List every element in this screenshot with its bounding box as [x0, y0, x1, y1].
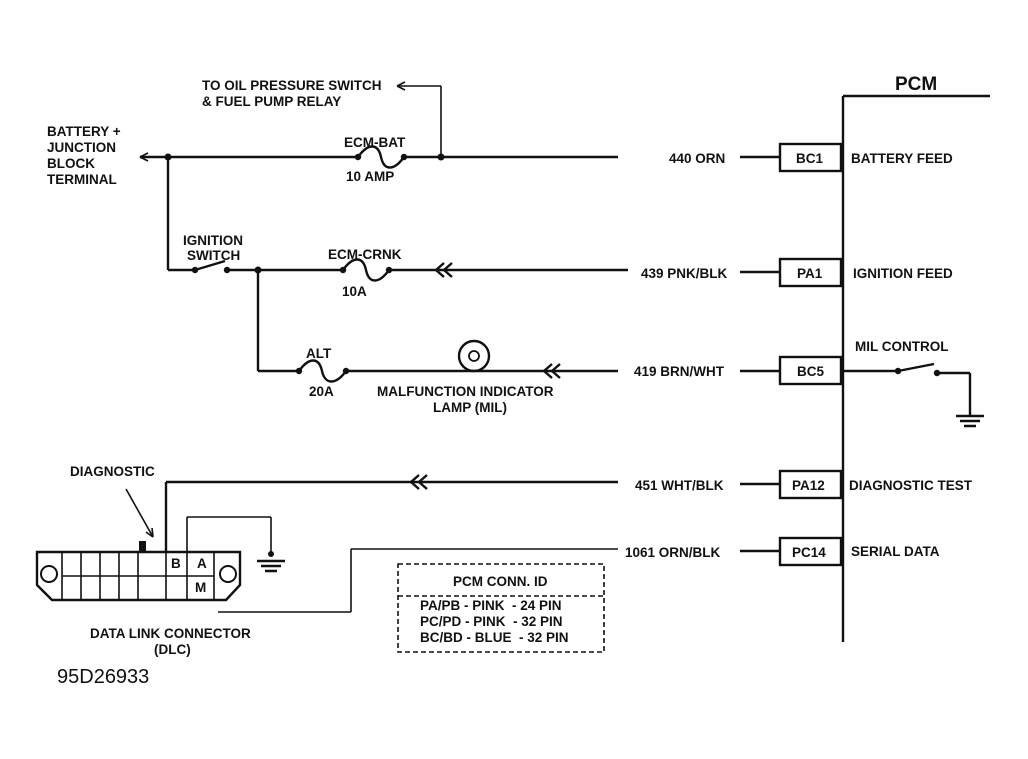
- mil-lamp-label-1: MALFUNCTION INDICATOR: [377, 384, 554, 399]
- dlc-pin-m-label: M: [195, 580, 206, 595]
- function-serial-data: SERIAL DATA: [851, 544, 940, 559]
- ground-icon: [956, 414, 984, 428]
- pcm-conn-id-table: [397, 563, 605, 653]
- note-battery-2: JUNCTION: [47, 140, 116, 155]
- mil-lamp-label-2: LAMP (MIL): [433, 400, 507, 415]
- note-battery-3: BLOCK: [47, 156, 95, 171]
- fuse-alt-icon: [298, 359, 347, 383]
- note-oil-pressure-2: & FUEL PUMP RELAY: [202, 94, 341, 109]
- diagnostic-arrow-icon: [145, 527, 154, 538]
- fuse-ecm-crnk-icon: [342, 258, 390, 282]
- dlc-pin-grid: [61, 552, 215, 600]
- pcm-conn-id-row: PC/PD - PINK - 32 PIN: [420, 614, 563, 629]
- dlc-key-tab: [139, 541, 146, 552]
- wire-label-1061: 1061 ORN/BLK: [625, 545, 721, 560]
- arrow-to-oil-pressure: [396, 81, 406, 91]
- dlc-pin-b-label: B: [171, 556, 181, 571]
- function-battery-feed: BATTERY FEED: [851, 151, 953, 166]
- dlc-ground-splice: [268, 551, 274, 557]
- fuse-ecm-bat-name: ECM-BAT: [344, 135, 406, 150]
- function-ignition-feed: IGNITION FEED: [853, 266, 953, 281]
- pin-pa12-label: PA12: [792, 478, 825, 493]
- mil-lamp-icon: [457, 339, 491, 373]
- pcm-conn-id-row: PA/PB - PINK - 24 PIN: [420, 598, 562, 613]
- connector-chevron-icon: [409, 474, 428, 490]
- dlc-mount-hole-right: [219, 565, 237, 583]
- ignition-switch-blade: [194, 259, 226, 272]
- dlc-label-2: (DLC): [154, 642, 191, 657]
- fuse-alt-rating: 20A: [309, 384, 334, 399]
- mil-switch-blade: [897, 362, 935, 373]
- fuse-ecm-crnk-name: ECM-CRNK: [328, 247, 402, 262]
- wire-label-439: 439 PNK/BLK: [641, 266, 728, 281]
- pin-bc1-label: BC1: [796, 151, 823, 166]
- diagnostic-leader-line: [125, 488, 154, 538]
- pin-pc14-label: PC14: [792, 545, 826, 560]
- ignition-switch-label-2: SWITCH: [187, 248, 240, 263]
- dlc-mount-hole-left: [40, 565, 58, 583]
- note-oil-pressure-1: TO OIL PRESSURE SWITCH: [202, 78, 382, 93]
- wire-label-451: 451 WHT/BLK: [635, 478, 724, 493]
- pcm-title: PCM: [895, 74, 937, 95]
- fuse-ecm-bat-rating: 10 AMP: [346, 169, 394, 184]
- pin-box-pc14: [778, 536, 843, 567]
- dlc-label-1: DATA LINK CONNECTOR: [90, 626, 251, 641]
- mil-lamp-filament-icon: [468, 350, 480, 362]
- connector-chevron-icon: [434, 262, 453, 278]
- wire-label-419: 419 BRN/WHT: [634, 364, 725, 379]
- note-battery-4: TERMINAL: [47, 172, 117, 187]
- ignition-switch-label-1: IGNITION: [183, 233, 243, 248]
- note-diagnostic: DIAGNOSTIC: [70, 464, 155, 479]
- pcm-conn-id-row: BC/BD - BLUE - 32 PIN: [420, 630, 569, 645]
- connector-chevron-icon: [542, 363, 561, 379]
- pcm-conn-id-title: PCM CONN. ID: [453, 574, 548, 589]
- pin-bc5-label: BC5: [797, 364, 824, 379]
- wire-label-440: 440 ORN: [669, 151, 725, 166]
- figure-id: 95D26933: [57, 666, 149, 688]
- pin-box-pa1: [778, 257, 843, 288]
- fuse-ecm-bat-icon: [357, 145, 405, 169]
- fuse-alt-name: ALT: [306, 346, 332, 361]
- arrow-to-junction-block: [139, 152, 149, 162]
- pin-pa1-label: PA1: [797, 266, 823, 281]
- dlc-pin-a-label: A: [197, 556, 207, 571]
- note-battery-1: BATTERY +: [47, 124, 121, 139]
- function-diagnostic-test: DIAGNOSTIC TEST: [849, 478, 973, 493]
- fuse-ecm-crnk-rating: 10A: [342, 284, 367, 299]
- ground-icon: [257, 559, 285, 573]
- mil-control-label: MIL CONTROL: [855, 339, 949, 354]
